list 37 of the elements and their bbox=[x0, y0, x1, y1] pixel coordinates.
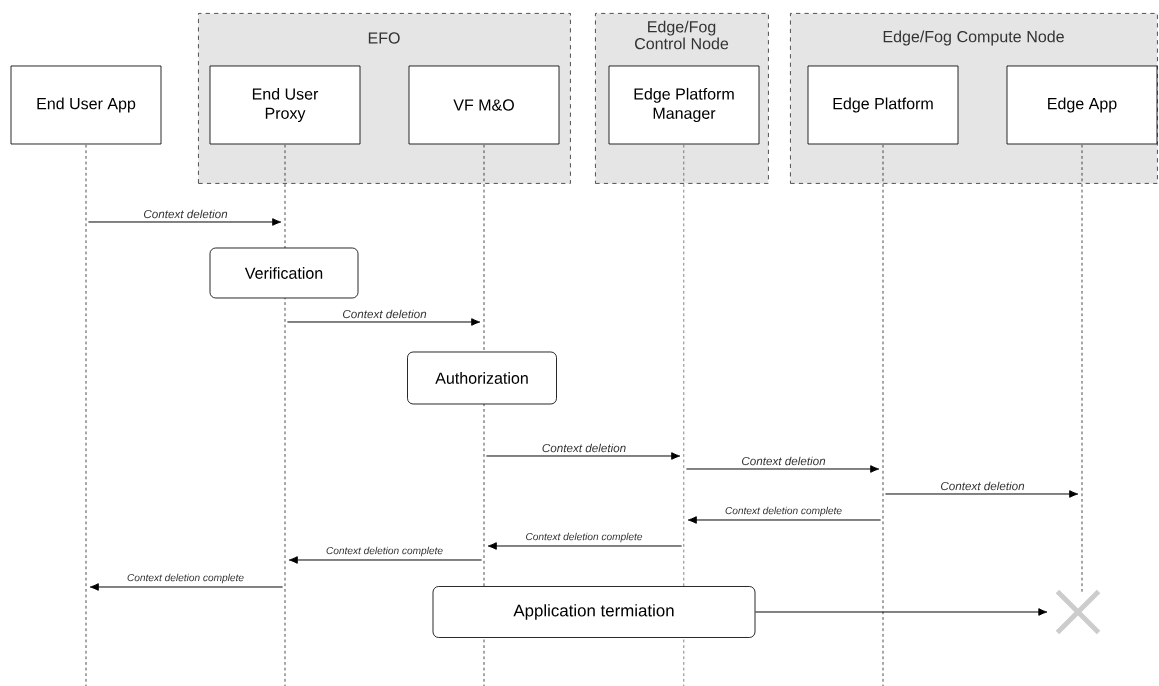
edge-label: Context deletion bbox=[938, 480, 1027, 492]
edge-label: Context deletion complete bbox=[125, 572, 246, 585]
edge-label: Context deletion bbox=[340, 308, 429, 320]
group-title: Edge/Fog Control Node bbox=[635, 20, 729, 50]
arrow bbox=[286, 318, 481, 326]
edge-label: Context deletion complete bbox=[723, 505, 844, 518]
destroy-mark bbox=[1055, 588, 1102, 635]
activity-box: Authorization bbox=[407, 351, 557, 405]
lifeline bbox=[284, 144, 286, 686]
edge-label: Context deletion bbox=[739, 455, 828, 467]
arrow bbox=[685, 465, 880, 473]
participant-box: Edge Platform Manager bbox=[608, 65, 760, 145]
participant-box: End User App bbox=[10, 65, 162, 145]
activity-box: Application termiation bbox=[432, 586, 756, 638]
edge-label: Context deletion bbox=[141, 208, 230, 220]
participant-box: VF M&O bbox=[408, 65, 560, 145]
participant-box: Edge App bbox=[1006, 65, 1158, 145]
lifeline bbox=[683, 144, 685, 686]
participant-box: End User Proxy bbox=[209, 65, 361, 145]
arrow bbox=[754, 608, 1048, 616]
lifeline bbox=[1081, 144, 1083, 593]
arrow bbox=[485, 452, 681, 460]
group-title: Edge/Fog Compute Node bbox=[883, 30, 1064, 46]
lifeline bbox=[882, 144, 884, 686]
edge-label: Context deletion complete bbox=[524, 531, 644, 544]
arrow bbox=[288, 556, 483, 564]
arrow bbox=[687, 516, 882, 524]
edge-label: Context deletion bbox=[540, 442, 628, 454]
participant-box: Edge Platform bbox=[807, 65, 959, 145]
arrow bbox=[487, 542, 683, 550]
edge-label: Context deletion complete bbox=[324, 545, 445, 558]
arrow bbox=[87, 218, 282, 226]
arrow bbox=[884, 490, 1079, 498]
group-title: EFO bbox=[368, 32, 400, 44]
lifeline bbox=[85, 144, 87, 686]
arrow bbox=[89, 583, 284, 591]
activity-box: Verification bbox=[209, 247, 359, 299]
